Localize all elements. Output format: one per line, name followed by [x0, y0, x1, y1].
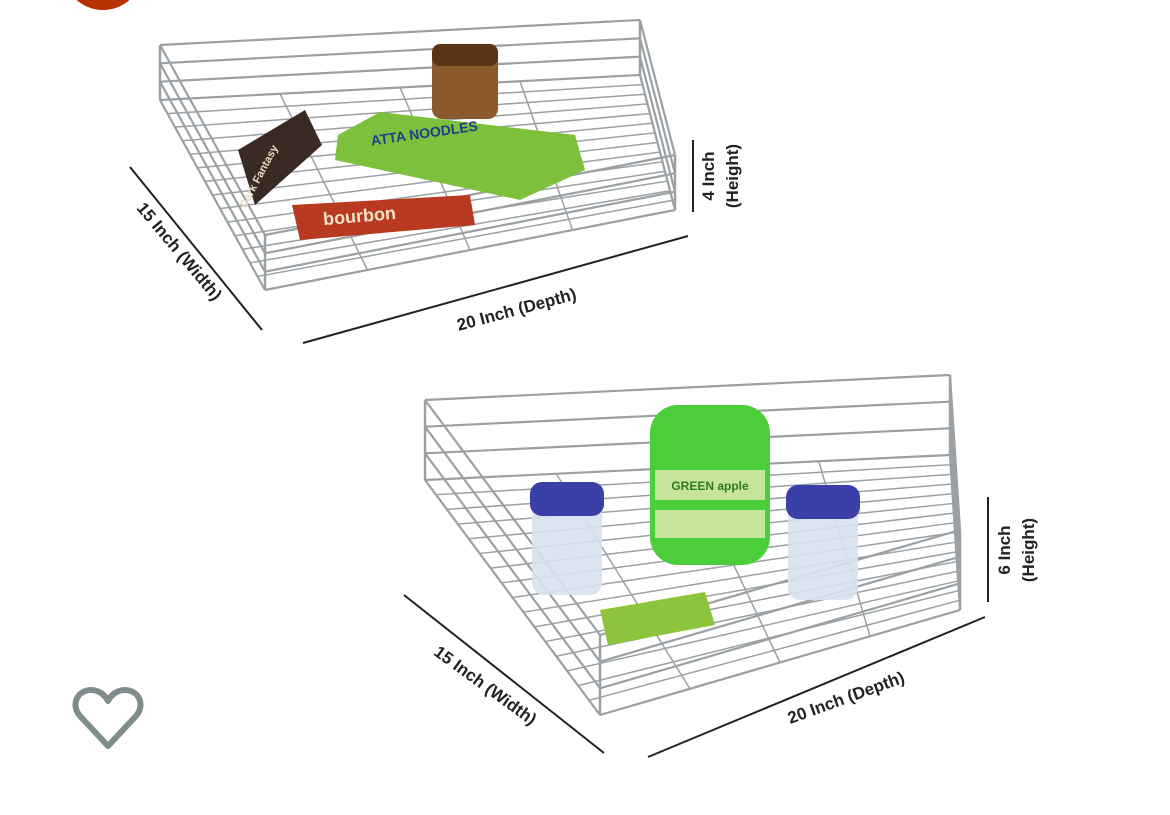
wire: [638, 74, 677, 211]
wishlist-heart-icon[interactable]: [72, 684, 144, 752]
wire: [638, 56, 677, 192]
wire: [159, 37, 641, 65]
wire: [424, 426, 601, 663]
top-basket-items: [238, 44, 585, 240]
top-basket-illustration: [158, 18, 677, 292]
dimension-lines: [129, 140, 989, 758]
wire: [948, 374, 962, 531]
wire: [159, 44, 266, 236]
green-apple-lettering: GREEN apple: [671, 479, 749, 493]
wire: [159, 99, 266, 291]
wire: [424, 479, 601, 716]
bottom-basket-items: [530, 405, 860, 645]
wire: [424, 452, 601, 689]
bottom-width-label: 15 Inch (Width): [430, 642, 540, 729]
top-depth-label: 20 Inch (Depth): [455, 285, 579, 335]
wire: [159, 18, 641, 47]
bottom-depth-label: 20 Inch (Depth): [785, 668, 907, 728]
top-height-label: 4 Inch: [699, 151, 718, 200]
wire: [599, 555, 961, 663]
wire: [264, 208, 676, 292]
wire: [638, 19, 677, 156]
wire: [159, 81, 266, 273]
bottom-height-label-sub: (Height): [1019, 518, 1038, 582]
top-width-label: 15 Inch (Width): [133, 199, 226, 304]
wire: [424, 373, 951, 402]
wire: [599, 608, 961, 717]
bottom-height-label: 6 Inch: [995, 525, 1014, 574]
wire: [424, 399, 601, 636]
wire: [159, 55, 641, 83]
top-height-label-sub: (Height): [723, 144, 742, 208]
wire: [159, 73, 641, 102]
discount-badge: [63, 0, 143, 10]
wire: [159, 62, 266, 254]
wire: [638, 38, 677, 174]
wire: [264, 190, 676, 273]
wire: [599, 582, 961, 690]
